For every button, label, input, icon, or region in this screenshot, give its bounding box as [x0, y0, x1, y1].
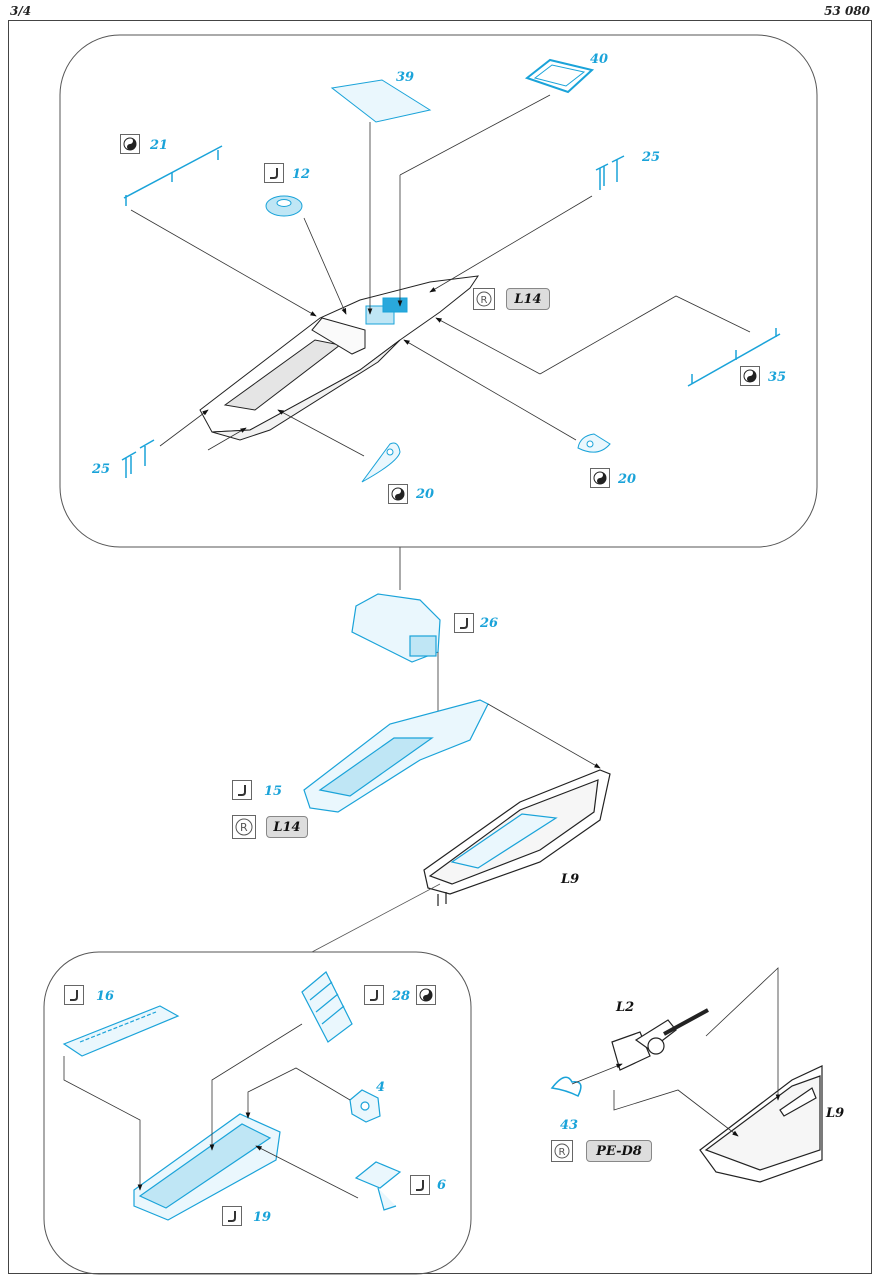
bend-icon: [64, 985, 84, 1005]
top-detail-panel: [59, 34, 818, 548]
part-43-clip: [550, 1076, 582, 1098]
part-12-lifering: [265, 195, 303, 217]
callout-35: 35: [768, 370, 787, 385]
label-l9-small: L9: [826, 1106, 845, 1121]
svg-text:R: R: [240, 821, 248, 834]
label-l2: L2: [616, 1000, 635, 1015]
callout-39: 39: [396, 70, 415, 85]
hull-l9-bow: [699, 1065, 823, 1183]
part-28-ladder: [301, 971, 353, 1043]
yin-yang-icon: [388, 484, 408, 504]
bend-icon: [454, 613, 474, 633]
callout-19: 19: [253, 1210, 272, 1225]
yin-yang-icon: [740, 366, 760, 386]
callout-26: 26: [480, 616, 499, 631]
part-19-interior: [133, 1113, 281, 1221]
part-35-rail: [687, 328, 781, 387]
yin-yang-icon: [416, 985, 436, 1005]
label-l9-main: L9: [561, 872, 580, 887]
callout-25-left: 25: [92, 462, 111, 477]
svg-text:R: R: [481, 295, 488, 306]
part-15-deck: [303, 699, 489, 813]
callout-20-left: 20: [416, 487, 435, 502]
registered-icon: R: [551, 1140, 573, 1162]
deck-assembly-top: [199, 275, 480, 441]
registered-icon: R: [232, 815, 256, 839]
bend-icon: [364, 985, 384, 1005]
callout-4: 4: [376, 1080, 386, 1095]
callout-43: 43: [560, 1118, 579, 1133]
part-4-hatch: [349, 1089, 381, 1123]
registered-icon: R: [473, 288, 495, 310]
kit-code: 53 080: [824, 4, 870, 18]
part-40-frame: [524, 58, 595, 94]
interior-detail-panel: [43, 951, 472, 1275]
yin-yang-icon: [590, 468, 610, 488]
part-26-wheelhouse: [351, 593, 441, 663]
code-box-pe-d8: PE-D8: [586, 1140, 652, 1162]
svg-text:R: R: [559, 1147, 566, 1158]
code-box-l14-mid: L14: [266, 816, 308, 838]
part-16-plate: [62, 1005, 180, 1057]
callout-28: 28: [392, 989, 411, 1004]
part-20-plate-right: [577, 433, 611, 453]
callout-25-top: 25: [642, 150, 661, 165]
callout-21: 21: [150, 138, 169, 153]
part-l2-gun: [611, 1008, 709, 1071]
part-21-rail: [123, 145, 223, 206]
yin-yang-icon: [120, 134, 140, 154]
callout-20-right: 20: [618, 472, 637, 487]
part-39-sheet: [330, 79, 432, 123]
callout-40: 40: [590, 52, 609, 67]
part-25-left: [121, 439, 155, 478]
bend-icon: [410, 1175, 430, 1195]
hull-l9: [423, 769, 611, 906]
part-20-plate-left: [361, 442, 401, 483]
bend-icon: [222, 1206, 242, 1226]
bend-icon: [264, 163, 284, 183]
page-frame: [8, 20, 872, 1274]
code-box-l14-top: L14: [506, 288, 550, 310]
part-6-bracket: [354, 1161, 402, 1211]
callout-12: 12: [292, 167, 311, 182]
callout-6: 6: [437, 1178, 447, 1193]
part-25-top: [595, 155, 625, 190]
page-number: 3/4: [10, 4, 32, 18]
callout-15: 15: [264, 784, 283, 799]
bend-icon: [232, 780, 252, 800]
callout-16: 16: [96, 989, 115, 1004]
